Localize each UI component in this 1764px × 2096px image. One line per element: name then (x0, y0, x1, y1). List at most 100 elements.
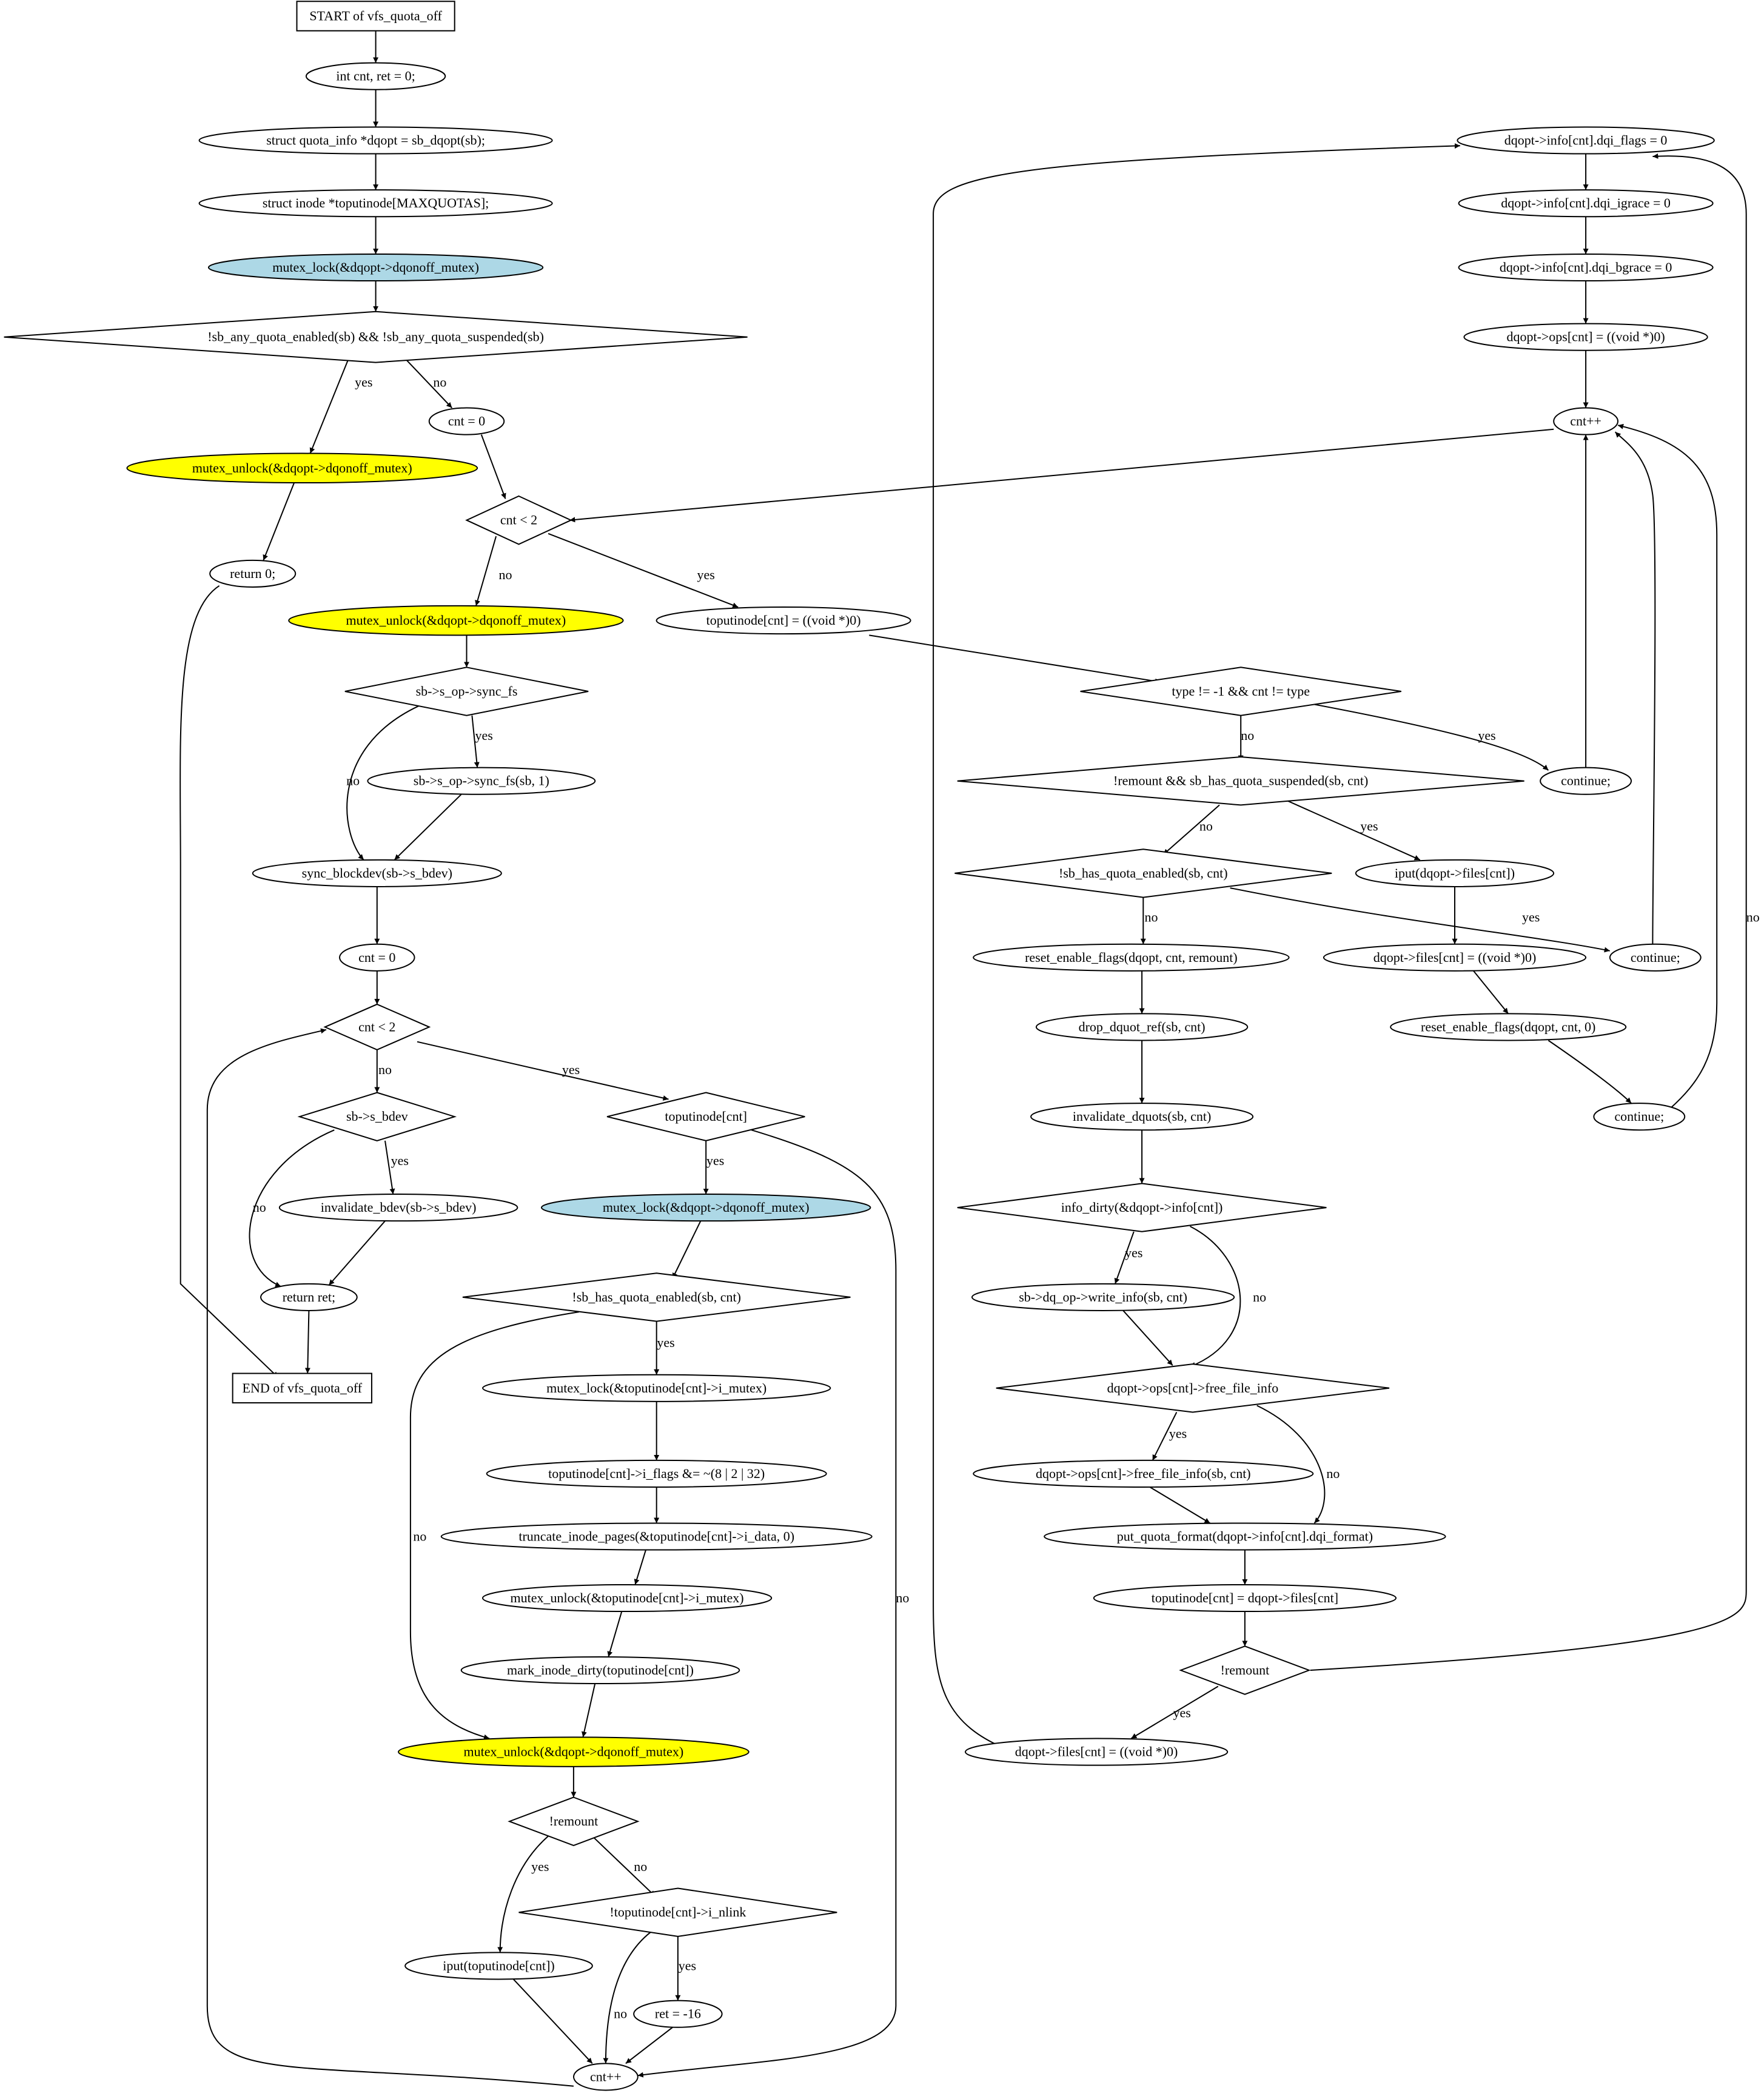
node-label: continue; (1614, 1109, 1664, 1124)
edge-label-no: no (1746, 910, 1760, 925)
node-label: toputinode[cnt] (665, 1109, 747, 1124)
node-put-quota-format: put_quota_format(dqopt->info[cnt].dqi_fo… (1044, 1522, 1446, 1551)
node-label: reset_enable_flags(dqopt, cnt, remount) (1025, 950, 1238, 965)
node-cnt-inc-1: cnt++ (1553, 407, 1619, 435)
edge-label-no: no (413, 1529, 426, 1544)
node-label: int cnt, ret = 0; (336, 69, 415, 84)
node-unlock-imutex: mutex_unlock(&toputinode[cnt]->i_mutex) (481, 1584, 773, 1613)
decision-diamond (606, 1092, 805, 1141)
node-cond-cnt-lt2-1: cnt < 2 (465, 495, 572, 545)
edge-74 (569, 428, 1554, 523)
node-clear-iflags: toputinode[cnt]->i_flags &= ~(8 | 2 | 32… (486, 1459, 827, 1488)
node-cond-sb-has-enabled: !sb_has_quota_enabled(sb, cnt) (954, 848, 1332, 898)
node-label: toputinode[cnt] = dqopt->files[cnt] (1152, 1590, 1338, 1605)
edge-6 (309, 354, 351, 454)
statement-ellipse (207, 253, 544, 282)
node-label: dqopt->info[cnt].dqi_igrace = 0 (1501, 195, 1671, 210)
node-iput-files: iput(dqopt->files[cnt]) (1355, 859, 1555, 887)
node-label: !remount && sb_has_quota_suspended(sb, c… (1113, 773, 1368, 788)
statement-ellipse (260, 1283, 358, 1311)
edge-32 (607, 1611, 623, 1658)
statement-ellipse (428, 407, 505, 435)
edge-label-no: no (346, 773, 360, 788)
node-label: sb->s_bdev (346, 1109, 408, 1124)
edge-19 (417, 1041, 669, 1101)
edge-48 (1284, 799, 1421, 861)
node-continue-c: continue; (1593, 1103, 1686, 1131)
decision-diamond (297, 1092, 457, 1141)
decision-diamond (465, 495, 572, 545)
edge-label-no: no (1241, 728, 1254, 743)
edge-68 (1310, 153, 1747, 1671)
node-cond-info-dirty: info_dirty(&dqopt->info[cnt]) (957, 1183, 1327, 1232)
edge-20 (384, 1140, 395, 1195)
node-label: mark_inode_dirty(toputinode[cnt]) (507, 1662, 694, 1678)
decision-diamond (957, 1183, 1327, 1232)
node-return-ret: return ret; (260, 1283, 358, 1311)
edge-label-no: no (614, 2006, 627, 2021)
node-label: struct quota_info *dqopt = sb_dqopt(sb); (266, 133, 485, 148)
node-decl-dqopt: struct quota_info *dqopt = sb_dqopt(sb); (198, 126, 553, 155)
edge-13 (471, 715, 480, 768)
statement-ellipse (1355, 859, 1555, 887)
node-cond-toputinode-cnt: toputinode[cnt] (606, 1092, 805, 1141)
process-box (232, 1372, 372, 1404)
node-lock-imutex: mutex_lock(&toputinode[cnt]->i_mutex) (482, 1374, 831, 1402)
node-label: mutex_unlock(&dqopt->dqonoff_mutex) (346, 613, 566, 628)
statement-ellipse (1540, 767, 1632, 795)
node-cond-nlink: !toputinode[cnt]->i_nlink (518, 1887, 837, 1937)
edge-label-no: no (634, 1859, 647, 1874)
edge-45 (1309, 702, 1549, 771)
node-label: drop_dquot_ref(sb, cnt) (1079, 1019, 1206, 1034)
edge-label-yes: yes (531, 1859, 549, 1874)
edge-label-no: no (896, 1590, 909, 1605)
edge-10 (475, 536, 497, 606)
statement-ellipse (965, 1738, 1229, 1766)
statement-ellipse (278, 1194, 518, 1222)
edge-21 (249, 1129, 335, 1288)
statement-ellipse (973, 943, 1290, 972)
node-dqi-flags: dqopt->info[cnt].dqi_flags = 0 (1457, 126, 1715, 155)
edge-label-yes: yes (475, 728, 493, 743)
node-lock-dqonoff-1: mutex_lock(&dqopt->dqonoff_mutex) (207, 253, 544, 282)
node-reset-flags-zero: reset_enable_flags(dqopt, cnt, 0) (1390, 1013, 1627, 1041)
node-cond-cnt-lt2-2: cnt < 2 (323, 1003, 431, 1050)
node-toputinode-files: toputinode[cnt] = dqopt->files[cnt] (1093, 1584, 1397, 1613)
node-label: return ret; (283, 1289, 335, 1305)
node-cond-has-enabled: !sb_has_quota_enabled(sb, cnt) (462, 1272, 851, 1322)
edge-59 (1114, 1231, 1135, 1285)
node-invalidate-bdev: invalidate_bdev(sb->s_bdev) (278, 1194, 518, 1222)
edge-label-yes: yes (706, 1153, 724, 1168)
decision-diamond (518, 1887, 837, 1937)
edge-label-no: no (499, 567, 512, 582)
statement-ellipse (288, 605, 624, 636)
statement-ellipse (404, 1952, 593, 1980)
edge-label-yes: yes (1522, 910, 1540, 925)
node-label: struct inode *toputinode[MAXQUOTAS]; (263, 195, 489, 210)
node-unlock-dqonoff-2: mutex_unlock(&dqopt->dqonoff_mutex) (288, 605, 624, 636)
edge-49 (1230, 887, 1610, 953)
statement-ellipse (398, 1736, 750, 1767)
node-label: END of vfs_quota_off (243, 1380, 363, 1396)
node-label: dqopt->files[cnt] = ((void *)0) (1373, 950, 1537, 965)
statement-ellipse (540, 1194, 871, 1222)
node-label: dqopt->info[cnt].dqi_bgrace = 0 (1500, 260, 1672, 275)
edge-11 (548, 532, 739, 608)
node-label: toputinode[cnt]->i_flags &= ~(8 | 2 | 32… (548, 1466, 765, 1481)
node-decl-cnt-ret: int cnt, ret = 0; (305, 62, 446, 90)
edge-15 (394, 794, 462, 861)
edge-37 (512, 1978, 593, 2064)
edge-14 (346, 705, 419, 861)
statement-ellipse (1093, 1584, 1397, 1613)
statement-ellipse (486, 1459, 827, 1488)
edge-36 (593, 1836, 656, 1897)
node-label: !sb_has_quota_enabled(sb, cnt) (572, 1289, 741, 1305)
node-label: invalidate_bdev(sb->s_bdev) (321, 1200, 477, 1215)
statement-ellipse (573, 2063, 639, 2091)
statement-ellipse (1553, 407, 1619, 435)
node-label: !sb_has_quota_enabled(sb, cnt) (1059, 865, 1228, 881)
edge-63 (1256, 1405, 1326, 1524)
node-label: ret = -16 (655, 2006, 701, 2021)
node-label: mutex_lock(&dqopt->dqonoff_mutex) (272, 260, 479, 275)
decision-diamond (323, 1003, 431, 1050)
